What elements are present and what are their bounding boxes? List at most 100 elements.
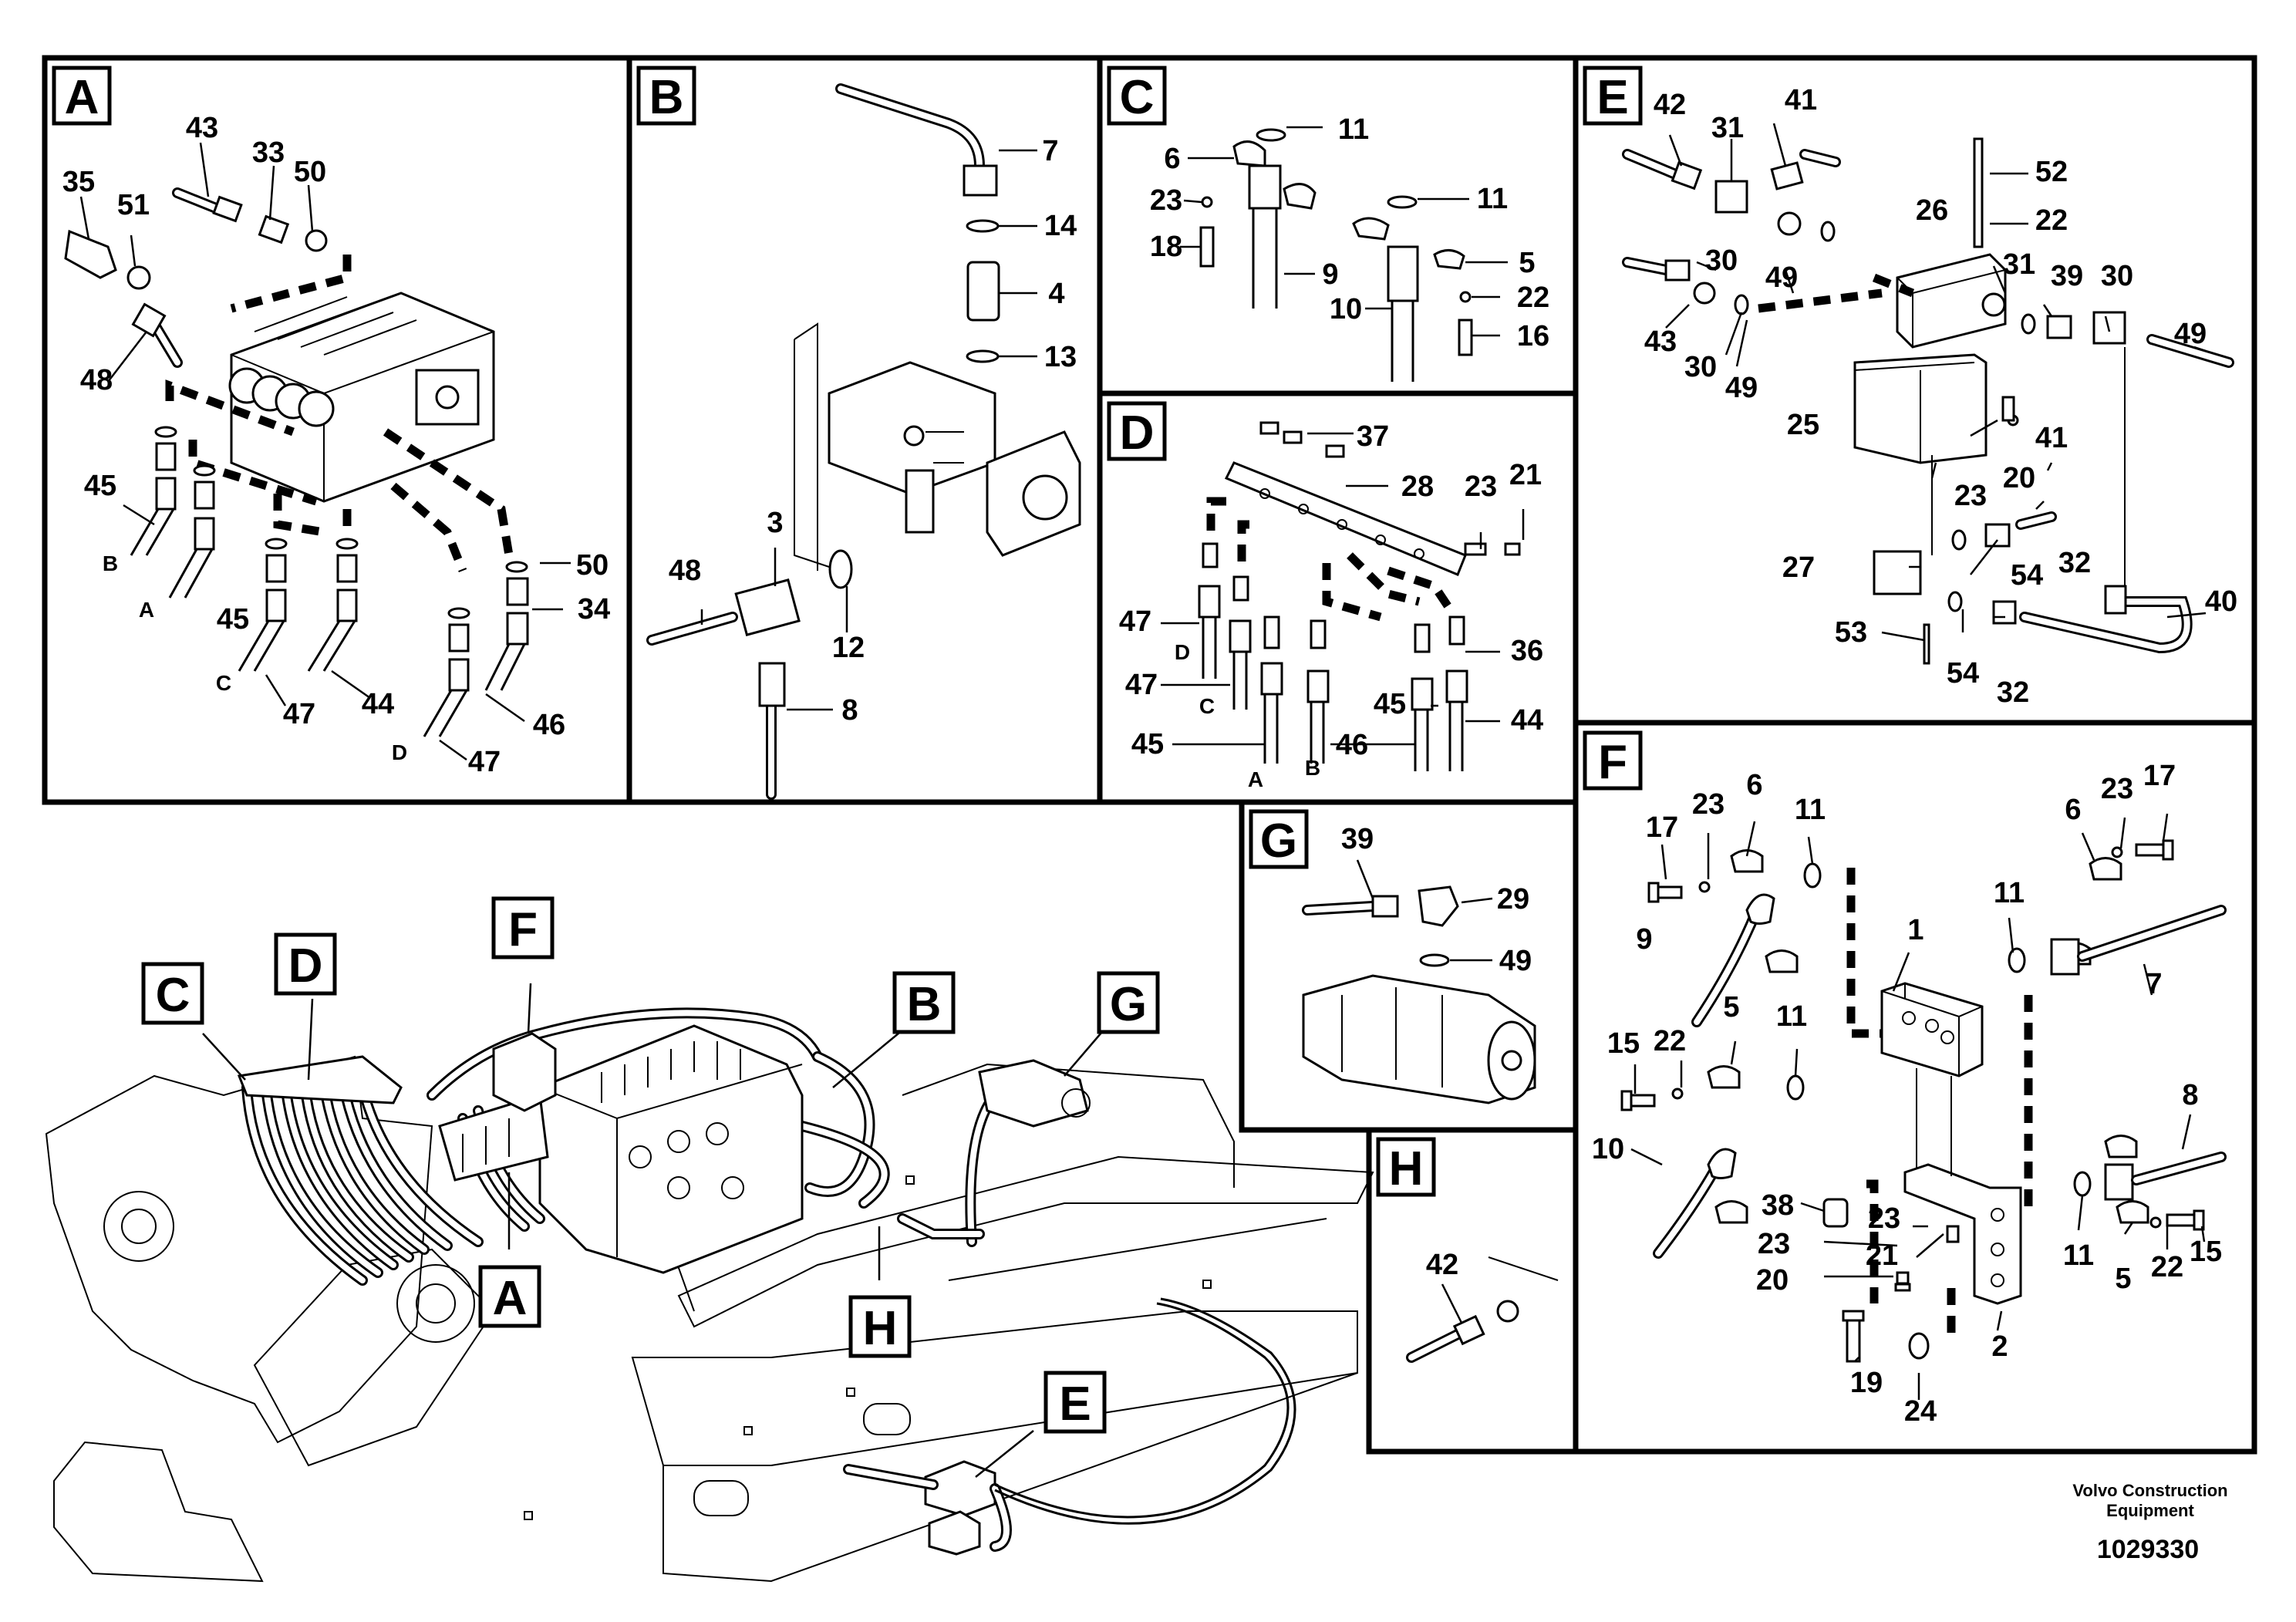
svg-text:33: 33 [252,137,285,169]
panel-e-drawing [1622,123,2234,665]
svg-text:4: 4 [1048,278,1064,310]
svg-text:23: 23 [1692,788,1725,821]
svg-text:8: 8 [2182,1079,2198,1111]
svg-text:12: 12 [832,632,865,664]
svg-text:44: 44 [362,688,394,720]
svg-text:11: 11 [2063,1239,2094,1272]
svg-text:49: 49 [2174,318,2207,350]
svg-text:14: 14 [1044,210,1077,242]
svg-text:41: 41 [1785,84,1817,116]
overview-callout-f: F [491,896,555,959]
svg-text:51: 51 [117,189,150,221]
svg-text:6: 6 [1746,769,1762,801]
svg-text:B: B [907,978,942,1031]
svg-text:E: E [1596,71,1628,124]
svg-text:B: B [103,551,118,575]
panel-e-label: E [1583,66,1643,126]
panel-a-label: A [52,66,112,126]
panel-g-callouts: 39 29 49 [1341,823,1532,977]
svg-text:C: C [1199,694,1215,718]
panel-h-drawing [1406,1256,1559,1363]
svg-text:26: 26 [1916,194,1948,227]
panel-a-callouts: 43 33 50 35 51 48 45 45 50 34 47 44 46 4… [62,112,610,778]
svg-text:A: A [65,71,99,124]
svg-text:21: 21 [1509,459,1542,491]
svg-text:3: 3 [767,507,783,539]
svg-text:46: 46 [1336,729,1368,761]
svg-text:45: 45 [84,470,116,502]
svg-text:2: 2 [1991,1330,2008,1363]
svg-text:B: B [1305,756,1320,780]
svg-text:25: 25 [1787,409,1819,441]
svg-text:G: G [1110,978,1147,1031]
svg-text:6: 6 [1164,143,1180,175]
svg-text:6: 6 [2065,794,2081,826]
panel-h-callouts: 42 [1426,1249,1458,1281]
svg-text:9: 9 [1322,258,1338,291]
svg-text:39: 39 [1341,823,1374,855]
svg-text:54: 54 [1947,657,1979,690]
svg-text:53: 53 [1835,616,1867,649]
svg-text:19: 19 [1850,1367,1883,1399]
panel-h-label: H [1376,1137,1436,1197]
svg-text:35: 35 [62,166,95,198]
svg-text:5: 5 [1723,991,1739,1023]
svg-text:43: 43 [186,112,218,144]
svg-text:17: 17 [1646,811,1678,844]
svg-text:34: 34 [578,593,610,626]
overview-callout-g: G [1097,971,1160,1034]
svg-text:44: 44 [1511,704,1543,737]
svg-text:C: C [216,671,231,695]
panel-g-drawing [1302,859,1536,1104]
svg-text:B: B [649,71,684,124]
panel-c-label: C [1107,66,1167,126]
svg-text:18: 18 [1150,231,1182,263]
svg-text:45: 45 [1131,728,1164,760]
svg-text:49: 49 [1725,372,1758,404]
panel-g-label: G [1249,809,1309,869]
svg-text:10: 10 [1330,293,1362,325]
svg-text:29: 29 [1497,883,1529,916]
svg-text:F: F [508,903,538,956]
panel-c-frame [1097,55,1579,396]
svg-text:11: 11 [1477,183,1508,215]
svg-text:30: 30 [1684,351,1717,383]
svg-text:D: D [1120,406,1155,460]
svg-text:47: 47 [1125,669,1158,701]
svg-text:31: 31 [2003,248,2035,281]
panel-d-callouts: 37 28 23 21 47 47 45 45 46 36 44 D C A B [1119,420,1543,791]
svg-text:A: A [1248,767,1263,791]
svg-text:D: D [288,939,323,993]
document-number: 1029330 [2097,1535,2199,1564]
svg-text:23: 23 [1758,1228,1790,1260]
svg-text:15: 15 [1607,1027,1640,1060]
svg-text:22: 22 [2035,204,2068,237]
svg-text:22: 22 [2151,1251,2183,1283]
svg-text:F: F [1598,736,1627,789]
svg-text:45: 45 [1374,688,1406,720]
overview-callout-c: C [141,962,204,1025]
svg-text:37: 37 [1357,420,1389,453]
svg-text:G: G [1260,814,1297,868]
overview-callout-e: E [1043,1371,1107,1434]
svg-text:48: 48 [669,555,701,587]
svg-text:30: 30 [1705,244,1738,277]
svg-text:32: 32 [1997,676,2029,709]
svg-text:40: 40 [2205,585,2237,618]
svg-text:32: 32 [2058,547,2091,579]
svg-text:C: C [1120,71,1155,124]
overview-callout-d: D [274,932,337,996]
panel-f-drawing [1620,813,2227,1400]
company-line-2: Equipment [2106,1501,2194,1520]
svg-text:A: A [493,1272,528,1325]
svg-text:49: 49 [1499,945,1532,977]
svg-text:10: 10 [1592,1133,1624,1165]
panel-d-label: D [1107,401,1167,461]
svg-text:42: 42 [1426,1249,1458,1281]
svg-text:47: 47 [283,698,315,730]
svg-text:15: 15 [2190,1236,2222,1268]
svg-text:1: 1 [1907,914,1923,946]
svg-text:27: 27 [1782,551,1815,584]
svg-text:D: D [392,740,407,764]
